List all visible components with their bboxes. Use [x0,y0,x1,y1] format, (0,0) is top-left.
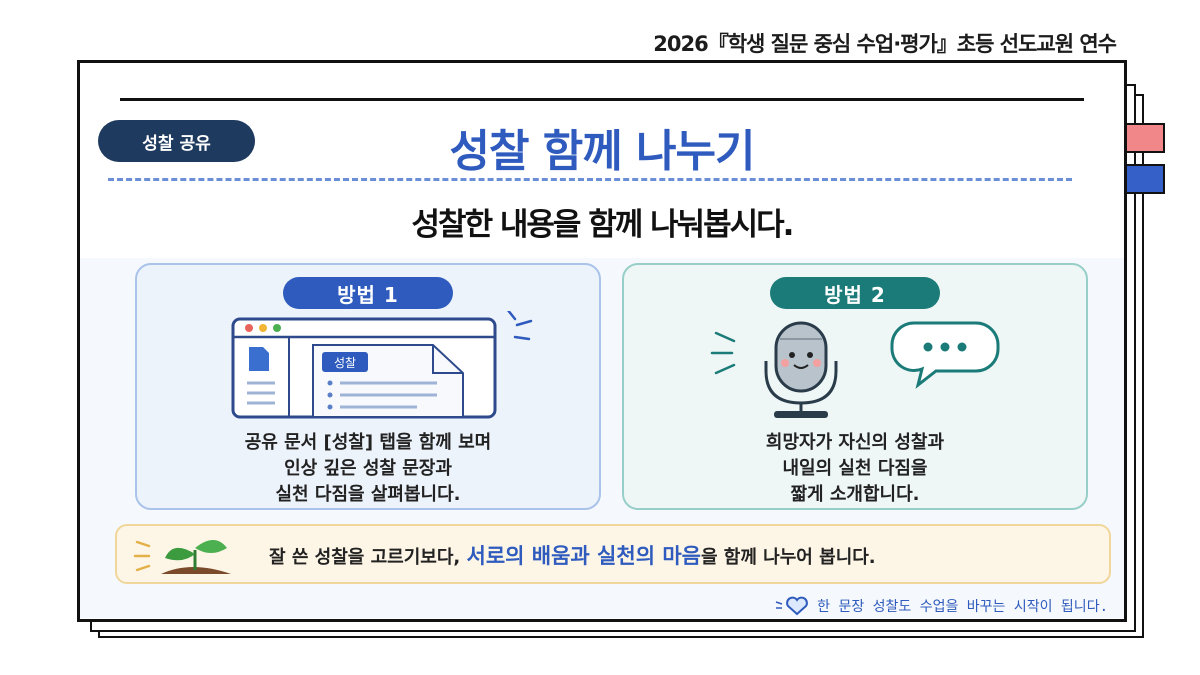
takeaway-banner: 잘 쓴 성찰을 고르기보다, 서로의 배움과 실천의 마음을 함께 나누어 봅니… [115,524,1111,584]
slide-subtitle: 성찰한 내용을 함께 나눠봅시다. [411,207,795,243]
method-1-card: 방법 1 성찰 공유 문서 [성찰] [135,263,601,510]
section-tag: 성찰 공유 [98,120,255,162]
method-1-line-1: 공유 문서 [성찰] 탭을 함께 보며 [244,432,492,453]
method-2-card: 방법 2 희망자가 자신의 성찰과 내일의 실천 다짐을 [622,263,1088,510]
index-tab-blue [1123,164,1165,194]
method-2-label: 방법 2 [770,277,940,309]
method-2-line-1: 희망자가 자신의 성찰과 [765,432,945,453]
method-1-description: 공유 문서 [성찰] 탭을 함께 보며 인상 깊은 성찰 문장과 실천 다짐을 … [137,430,599,508]
method-1-line-3: 실천 다짐을 살펴봅니다. [275,484,461,505]
takeaway-before: 잘 쓴 성찰을 고르기보다, [269,547,467,568]
document-window-icon: 성찰 [231,311,533,419]
speech-bubble-icon [890,321,1000,389]
takeaway-highlight: 서로의 배움과 실천의 마음 [466,544,701,568]
doc-tab-label: 성찰 [334,356,356,370]
index-tab-red [1123,123,1165,153]
takeaway-after: 을 함께 나누어 봅니다. [700,547,876,568]
method-2-line-3: 짧게 소개합니다. [790,484,920,505]
sprout-icon [133,540,231,574]
course-title: 2026『학생 질문 중심 수업·평가』초등 선도교원 연수 [653,32,1117,56]
microphone-icon [710,321,1000,418]
heart-icon [775,596,809,616]
method-1-line-2: 인상 깊은 성찰 문장과 [284,458,452,479]
footer-note-text: 한 문장 성찰도 수업을 바꾸는 시작이 됩니다. [817,599,1108,615]
method-1-label: 방법 1 [283,277,453,309]
dashed-divider [108,178,1072,181]
top-rule [120,98,1084,101]
takeaway-text: 잘 쓴 성찰을 고르기보다, 서로의 배움과 실천의 마음을 함께 나누어 봅니… [269,540,876,570]
method-2-line-2: 내일의 실천 다짐을 [782,458,928,479]
slide-sheet: 성찰 공유 성찰 함께 나누기 성찰한 내용을 함께 나눠봅시다. 방법 1 성… [77,60,1127,622]
method-2-description: 희망자가 자신의 성찰과 내일의 실천 다짐을 짧게 소개합니다. [624,430,1086,508]
footer-note: 한 문장 성찰도 수업을 바꾸는 시작이 됩니다. [775,596,1108,616]
slide-title: 성찰 함께 나누기 [449,126,756,177]
